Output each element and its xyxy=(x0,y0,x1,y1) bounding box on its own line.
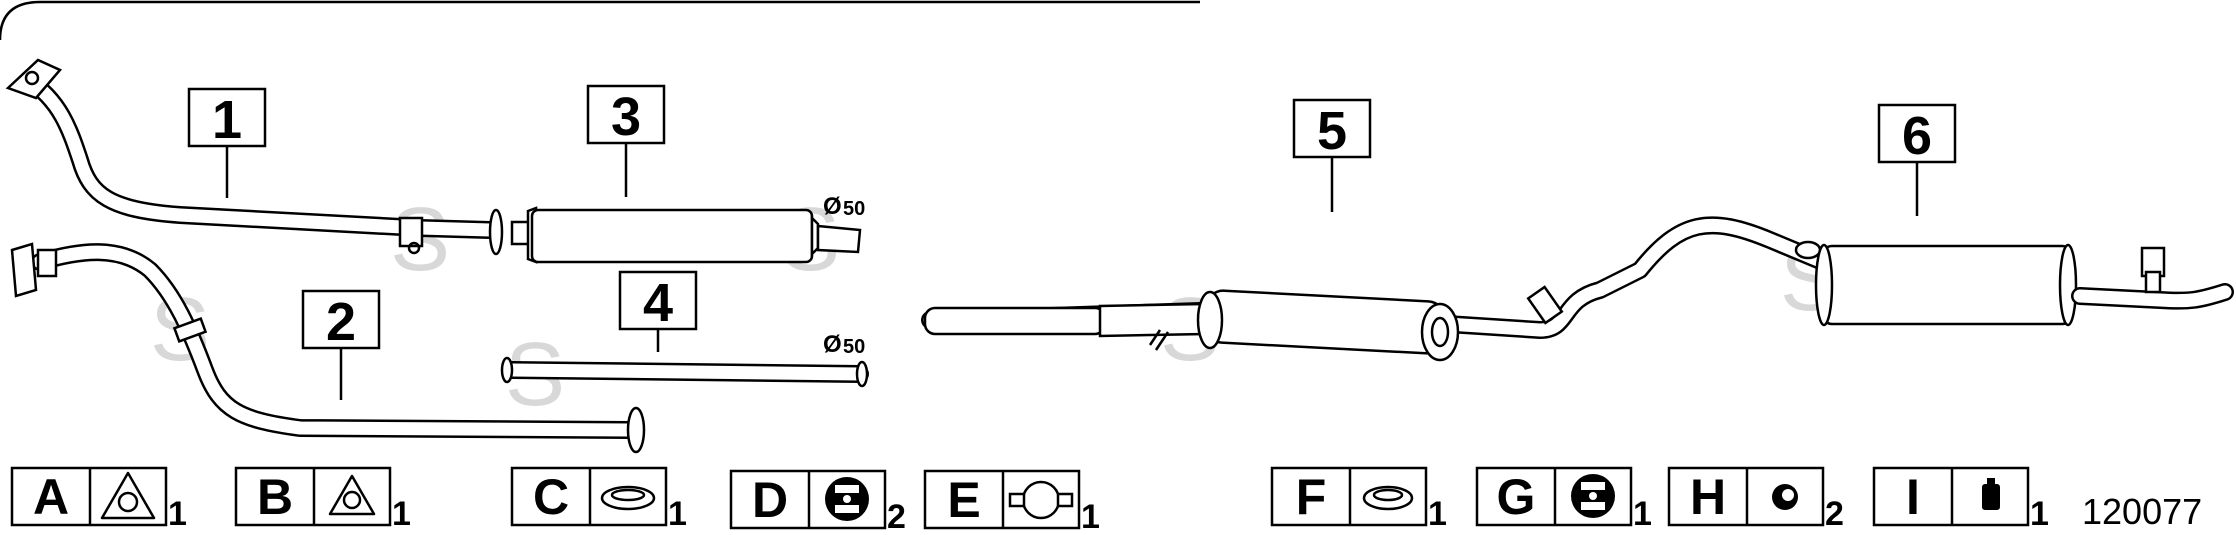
accessory-qty: 2 xyxy=(887,498,906,535)
callout-5: 5 xyxy=(1292,98,1372,212)
accessory-letter: G xyxy=(1497,469,1536,525)
ring-gasket-icon xyxy=(600,485,656,511)
callout-label: 6 xyxy=(1902,106,1932,166)
callout-2: 2 xyxy=(301,289,381,400)
accessory-qty: 1 xyxy=(2030,495,2049,533)
callout-label: 4 xyxy=(643,273,673,333)
accessory-f: F 1 xyxy=(1270,466,1447,533)
svg-text:Ø: Ø xyxy=(823,193,842,220)
accessory-h: H 2 xyxy=(1667,466,1844,533)
accessory-letter: H xyxy=(1690,469,1726,525)
accessory-g: G 1 xyxy=(1475,466,1652,533)
accessory-d: D 2 xyxy=(729,469,906,535)
accessory-qty: 1 xyxy=(1081,498,1100,535)
accessory-letter: C xyxy=(533,469,569,525)
accessory-b: B 1 xyxy=(234,466,411,533)
triangular-flange-gasket-icon xyxy=(100,471,156,520)
accessory-qty: 2 xyxy=(1825,495,1844,533)
front-silencer-part-3 xyxy=(510,206,862,264)
accessory-qty: 1 xyxy=(668,495,687,533)
accessory-letter: F xyxy=(1296,469,1327,525)
hanger-block-icon xyxy=(1982,478,2000,510)
callout-label: 3 xyxy=(611,87,641,147)
accessory-qty: 1 xyxy=(1633,495,1652,533)
rear-silencer-part-6 xyxy=(1794,240,2234,327)
accessory-i: I 1 xyxy=(1872,466,2049,533)
accessory-e: E 1 xyxy=(923,469,1100,535)
pipe-clamp-icon xyxy=(1008,480,1074,520)
reference-number: 120077 xyxy=(2082,491,2202,532)
accessory-qty: 1 xyxy=(168,495,187,533)
tail-pipe-part-4 xyxy=(500,356,869,388)
callout-label: 5 xyxy=(1317,101,1347,161)
svg-text:50: 50 xyxy=(843,336,865,358)
diameter-label: Ø 50 xyxy=(823,193,865,220)
callout-6: 6 xyxy=(1877,103,1957,216)
frame-border xyxy=(0,0,1200,41)
svg-text:Ø: Ø xyxy=(823,331,842,358)
triangular-flange-gasket-icon xyxy=(328,474,376,516)
rubber-ring-icon xyxy=(1772,484,1798,510)
rubber-mount-icon xyxy=(825,477,869,521)
callout-label: 1 xyxy=(212,90,242,150)
accessory-letter: D xyxy=(752,472,788,528)
accessory-letter: A xyxy=(33,469,69,525)
front-pipe-part-1 xyxy=(5,58,504,256)
accessory-qty: 1 xyxy=(392,495,411,533)
intermediate-pipe-part-2 xyxy=(10,242,646,454)
rubber-mount-icon xyxy=(1571,474,1615,518)
diameter-label: Ø 50 xyxy=(823,331,865,358)
callout-1: 1 xyxy=(187,87,267,198)
callout-label: 2 xyxy=(326,292,356,352)
accessory-a: A 1 xyxy=(10,466,187,533)
ring-gasket-icon xyxy=(1362,485,1414,511)
accessory-letter: B xyxy=(257,469,293,525)
accessory-letter: I xyxy=(1906,469,1920,525)
callout-3: 3 xyxy=(586,84,666,197)
accessory-letter: E xyxy=(947,472,980,528)
callout-4: 4 xyxy=(618,270,698,352)
svg-text:50: 50 xyxy=(843,198,865,220)
accessory-c: C 1 xyxy=(510,466,687,533)
accessory-qty: 1 xyxy=(1428,495,1447,533)
centre-silencer-part-5 xyxy=(921,216,1839,362)
